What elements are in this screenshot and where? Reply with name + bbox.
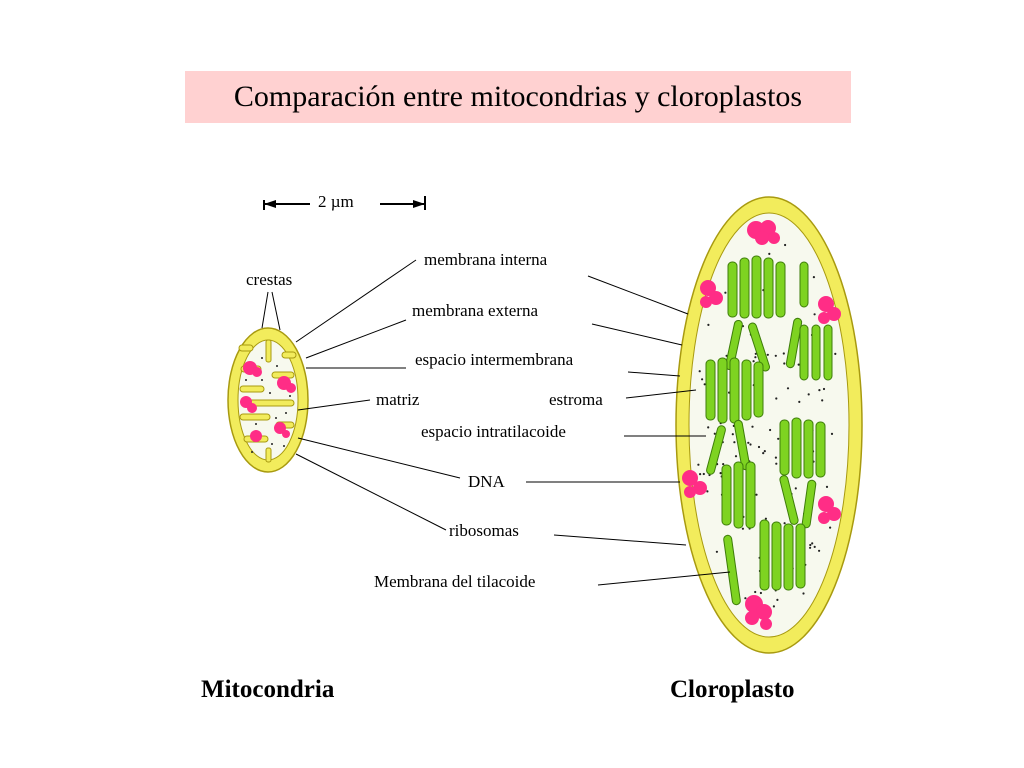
mitochondrion xyxy=(227,327,309,473)
stroma-particle xyxy=(834,352,837,355)
stroma-particle xyxy=(715,550,719,553)
stroma-particle xyxy=(782,352,785,355)
stroma-particle xyxy=(722,463,725,466)
scale-bar: 2 µm xyxy=(263,192,426,211)
stroma-particle xyxy=(813,545,816,549)
stroma-particle xyxy=(707,426,710,429)
label-ribosomas: ribosomas xyxy=(449,521,519,540)
stroma-particle xyxy=(783,522,786,525)
stroma-particle xyxy=(762,452,765,455)
label-membrana-tilacoide: Membrana del tilacoide xyxy=(374,572,535,591)
stroma-particle xyxy=(775,462,778,465)
caption-mitocondria: Mitocondria xyxy=(201,676,335,703)
stroma-particle xyxy=(802,592,805,595)
stroma-particle xyxy=(706,490,709,493)
stroma-particle xyxy=(749,443,752,446)
stroma-particle xyxy=(741,527,745,530)
stroma-particle xyxy=(707,323,710,326)
stroma-particle xyxy=(701,378,704,381)
stroma-particle xyxy=(699,473,702,476)
stroma-particle xyxy=(822,387,826,391)
stroma-particle xyxy=(754,590,757,594)
stroma-particle xyxy=(719,472,722,475)
stroma-particle xyxy=(786,387,790,390)
stroma-particle xyxy=(794,487,797,490)
stroma-particle xyxy=(797,363,800,366)
label-espacio-intermembrana: espacio intermembrana xyxy=(415,350,574,369)
label-membrana-externa: membrana externa xyxy=(412,301,538,320)
stroma-particle xyxy=(774,354,777,357)
stroma-particle xyxy=(763,450,766,453)
stroma-particle xyxy=(783,362,786,365)
stroma-particle xyxy=(809,543,812,547)
stroma-particle xyxy=(752,360,755,363)
stroma-particle xyxy=(747,441,750,444)
stroma-particle xyxy=(766,353,769,356)
stroma-particle xyxy=(768,252,771,255)
leader-lines xyxy=(261,259,731,586)
stroma-particle xyxy=(818,549,821,552)
stroma-particle xyxy=(813,313,816,316)
stroma-particle xyxy=(755,493,758,496)
stroma-particle xyxy=(809,546,812,549)
label-membrana-interna: membrana interna xyxy=(424,250,548,269)
label-dna: DNA xyxy=(468,472,506,491)
stroma-particle xyxy=(784,243,787,247)
stroma-particle xyxy=(769,428,772,432)
stroma-particle xyxy=(702,472,705,476)
stroma-particle xyxy=(776,598,779,602)
stroma-particle xyxy=(829,526,832,529)
stroma-particle xyxy=(812,276,816,279)
stroma-particle xyxy=(811,542,814,545)
stroma-particle xyxy=(757,445,761,449)
stroma-particle xyxy=(764,517,768,520)
stroma-particle xyxy=(775,397,778,400)
stroma-particle xyxy=(724,291,727,294)
label-espacio-intratilacoide: espacio intratilacoide xyxy=(421,422,566,441)
stroma-particle xyxy=(733,441,736,444)
stroma-particle xyxy=(703,383,706,386)
chloroplast xyxy=(675,196,863,654)
stroma-particle xyxy=(830,432,834,435)
stroma-particle xyxy=(751,425,754,428)
stroma-particle xyxy=(772,605,776,608)
stroma-particle xyxy=(777,437,780,440)
stroma-particle xyxy=(759,591,763,595)
stroma-particle xyxy=(697,463,700,466)
stroma-particle xyxy=(734,455,738,458)
stroma-particle xyxy=(744,597,747,600)
page-title: Comparación entre mitocondrias y cloropl… xyxy=(233,80,803,113)
stroma-particle xyxy=(774,456,778,459)
stroma-particle xyxy=(821,399,824,402)
stroma-particle xyxy=(713,432,716,435)
stroma-particle xyxy=(731,433,734,436)
stroma-particle xyxy=(807,393,810,396)
stroma-particle xyxy=(798,400,801,403)
caption-cloroplasto: Cloroplasto xyxy=(670,676,795,703)
stroma-particle xyxy=(818,389,821,392)
title-banner: Comparación entre mitocondrias y cloropl… xyxy=(185,71,851,123)
label-matriz: matriz xyxy=(376,390,420,409)
stroma-particle xyxy=(825,485,829,488)
label-estroma: estroma xyxy=(549,390,603,409)
scale-bar-label: 2 µm xyxy=(318,192,354,211)
stroma-particle xyxy=(754,356,757,359)
stroma-particle xyxy=(698,370,701,373)
label-crestas: crestas xyxy=(246,270,292,289)
